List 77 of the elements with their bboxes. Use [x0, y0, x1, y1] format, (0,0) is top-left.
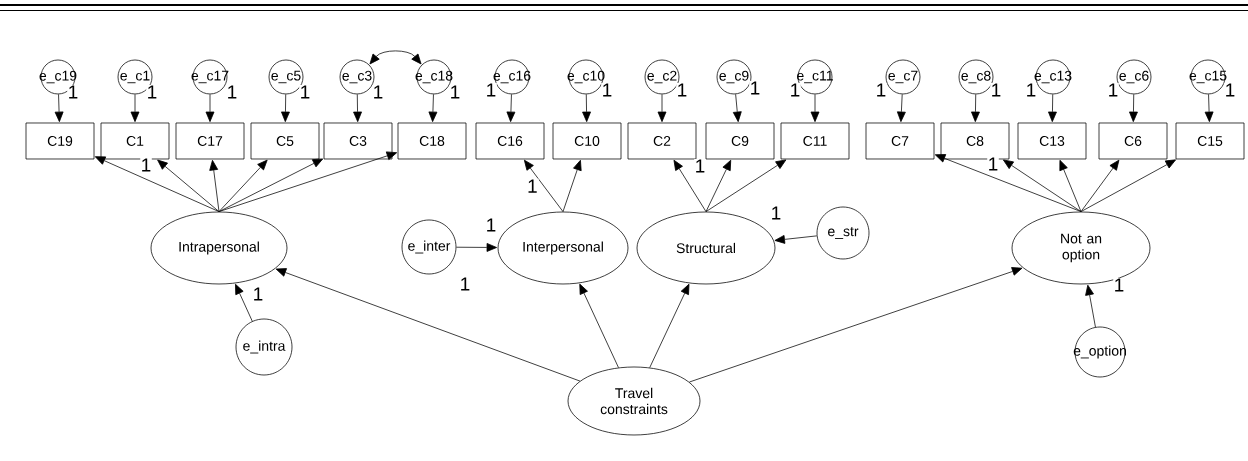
edge-label: 1: [1224, 82, 1236, 98]
arrow: [705, 159, 787, 212]
arrow: [218, 151, 398, 212]
arrow: [732, 93, 742, 122]
edge-label: 1: [67, 84, 79, 100]
arrow: [209, 160, 220, 212]
indicator-box: C5: [250, 122, 320, 160]
arrow: [54, 94, 64, 122]
arrow: [94, 156, 220, 212]
arrow: [896, 93, 906, 122]
edge-label: 1: [1107, 82, 1119, 98]
arrow: [657, 94, 667, 122]
arrow: [649, 283, 690, 368]
indicator-box: C9: [705, 122, 775, 160]
arrow: [157, 159, 220, 212]
arrow: [562, 159, 582, 212]
arrow: [1204, 94, 1214, 122]
arrow: [1129, 94, 1138, 122]
arrow: [353, 94, 362, 122]
arrow: [275, 268, 581, 382]
arrow: [673, 159, 707, 212]
arrow: [582, 94, 591, 122]
edge-label: 1: [1113, 277, 1125, 293]
edge-label: 1: [987, 156, 999, 172]
edge-label: 1: [1025, 82, 1037, 98]
indicator-box: C15: [1175, 122, 1245, 160]
edge-label: 1: [140, 157, 152, 173]
arrow: [281, 94, 290, 122]
arrow: [934, 154, 1082, 212]
arrow: [774, 235, 818, 244]
arrow: [810, 94, 820, 122]
arrow: [1080, 159, 1120, 212]
edge-label: 1: [990, 82, 1002, 98]
edge-label: 1: [526, 178, 539, 194]
edge-label: 1: [485, 82, 497, 98]
edge-label: 1: [749, 80, 761, 96]
edge-label: 1: [789, 82, 801, 98]
edge-label: 1: [694, 158, 706, 174]
arrow: [456, 243, 498, 252]
indicator-box: C16: [475, 122, 545, 160]
indicator-box: C13: [1017, 122, 1087, 160]
edge-label: 1: [299, 84, 311, 100]
arrow: [1059, 159, 1082, 212]
indicator-box: C2: [627, 122, 697, 160]
indicator-box: C17: [175, 122, 245, 160]
arrow: [1003, 159, 1082, 212]
arrow: [205, 94, 215, 122]
arrow: [235, 283, 253, 322]
indicator-box: C6: [1098, 122, 1168, 160]
edge-label: 1: [372, 84, 384, 100]
edge-label: 1: [252, 286, 264, 302]
indicator-box: C11: [780, 122, 850, 160]
indicator-box: C7: [865, 122, 935, 160]
edge-label: 1: [485, 217, 497, 233]
indicator-box: C10: [552, 122, 622, 160]
arrow: [506, 94, 516, 122]
arrow: [218, 159, 268, 212]
arrow: [705, 159, 732, 212]
arrow: [524, 159, 564, 212]
arrow: [130, 94, 140, 122]
edge-label: 1: [459, 276, 471, 292]
indicator-box: C3: [323, 122, 393, 160]
arrow: [971, 94, 980, 122]
covariance-arrow: [369, 50, 422, 65]
arrow: [579, 283, 619, 368]
arrow: [428, 94, 438, 122]
arrow: [1085, 284, 1096, 328]
indicator-box: C19: [25, 122, 95, 160]
edge-label: 1: [676, 82, 688, 98]
edge-label: 1: [875, 82, 887, 98]
indicator-box: C18: [397, 122, 467, 160]
arrow: [689, 267, 1023, 383]
arrow: [1080, 159, 1176, 212]
edge-label: 1: [146, 84, 158, 100]
edge-label: 1: [601, 82, 613, 98]
edge-label: 1: [226, 84, 238, 100]
arrow: [1048, 94, 1057, 122]
